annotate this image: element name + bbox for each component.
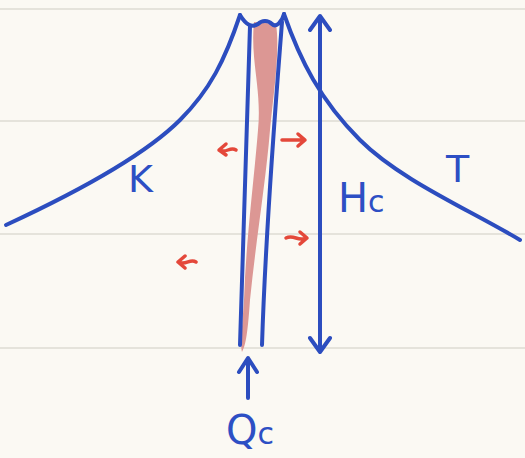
temperature-label: T: [446, 150, 469, 188]
height-label: Hc: [338, 178, 385, 218]
flux-label: Qc: [226, 410, 274, 450]
flux-arrow: [239, 358, 257, 398]
heat-loss-arrows: [178, 134, 307, 268]
conductivity-label: K: [128, 160, 153, 198]
crater: [240, 14, 284, 26]
volcano-left-flank: [6, 15, 240, 225]
conduit-wall: [262, 22, 282, 345]
conduit-wall: [240, 26, 250, 345]
height-arrow: [310, 16, 330, 352]
